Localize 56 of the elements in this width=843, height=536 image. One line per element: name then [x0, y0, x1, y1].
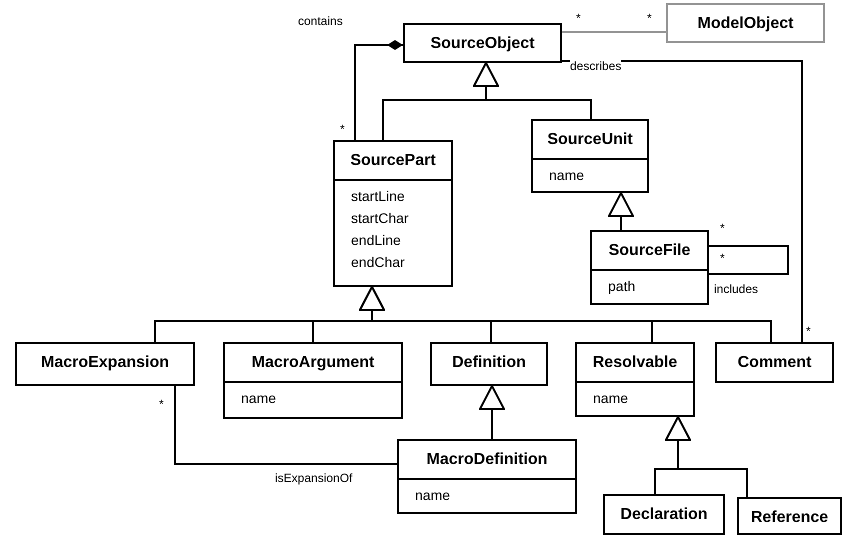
- association-line: [709, 245, 789, 275]
- class-box: [603, 494, 725, 535]
- multiplicity-label: *: [159, 398, 164, 410]
- class-name: Declaration: [620, 506, 708, 524]
- attribute-name: startChar: [351, 209, 410, 228]
- class-name: MacroExpansion: [40, 354, 170, 372]
- attribute-name: name: [549, 166, 586, 185]
- association-line: [562, 31, 666, 33]
- generalization-arrow: [473, 62, 592, 119]
- class-box: [223, 342, 403, 419]
- class-box: [397, 439, 577, 514]
- attribute-name: name: [593, 389, 630, 408]
- edge-label: isExpansionOf: [275, 471, 352, 485]
- class-name: SourceObject: [430, 34, 535, 52]
- class-name: ModelObject: [697, 14, 794, 32]
- association-line: [174, 386, 397, 465]
- class-box: [403, 23, 562, 63]
- multiplicity-label: *: [340, 123, 345, 135]
- attribute-name: name: [241, 389, 278, 408]
- class-name: Resolvable: [592, 354, 678, 372]
- class-box: [575, 342, 695, 417]
- multiplicity-label: *: [720, 222, 725, 234]
- class-box: [430, 342, 548, 386]
- multiplicity-label: *: [806, 325, 811, 337]
- class-box: [531, 119, 649, 193]
- association-line: [562, 60, 803, 342]
- attribute-name: startLine: [351, 187, 406, 206]
- class-box: [715, 342, 834, 383]
- class-name: Reference: [750, 508, 828, 526]
- class-box: [333, 140, 453, 287]
- generalization-arrow: [665, 416, 748, 497]
- edge-label: includes: [714, 282, 758, 296]
- class-box: [15, 342, 195, 386]
- class-name: MacroDefinition: [426, 450, 548, 468]
- class-name: SourcePart: [350, 152, 436, 170]
- multiplicity-label: *: [576, 12, 581, 24]
- class-box: [737, 497, 842, 535]
- class-name: SourceUnit: [547, 130, 633, 148]
- class-name: SourceFile: [608, 242, 690, 260]
- multiplicity-label: *: [720, 252, 725, 264]
- generalization-arrow: [479, 385, 505, 439]
- class-box: [666, 3, 825, 43]
- attribute-name: path: [608, 277, 636, 296]
- class-name: Definition: [452, 354, 526, 372]
- attribute-name: endLine: [351, 231, 402, 250]
- attribute-name: name: [415, 486, 452, 505]
- class-name: Comment: [738, 354, 812, 372]
- composition-line: [354, 40, 403, 140]
- edge-label: describes: [570, 59, 622, 73]
- generalization-arrow: [359, 286, 772, 342]
- class-name: MacroArgument: [252, 354, 374, 372]
- edge-label: contains: [298, 14, 343, 28]
- class-box: [590, 230, 709, 305]
- attribute-name: endChar: [351, 253, 406, 272]
- generalization-arrow: [608, 192, 634, 230]
- multiplicity-label: *: [647, 12, 652, 24]
